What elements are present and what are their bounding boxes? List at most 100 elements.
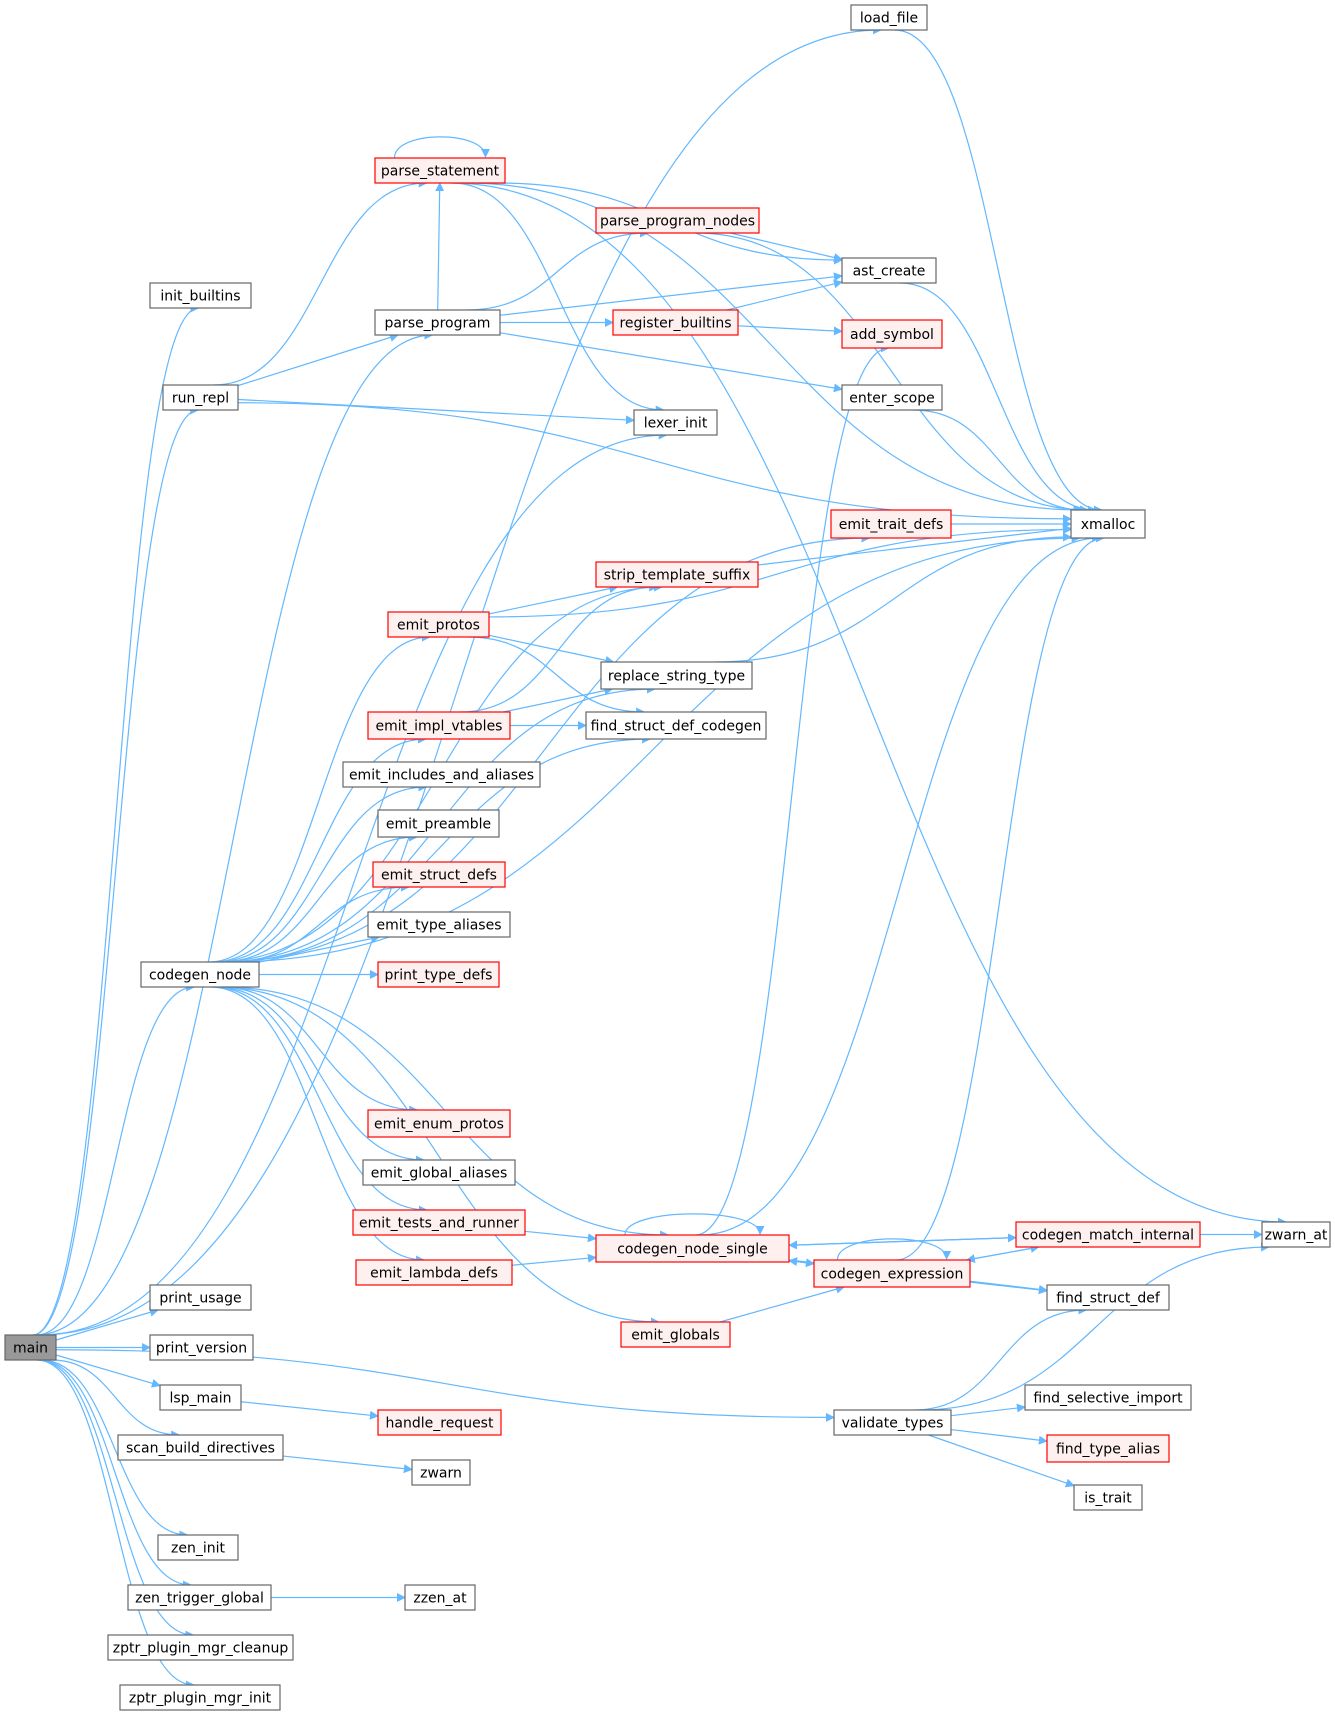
edge-load-file-to-xmalloc — [894, 29, 1103, 515]
edge-codegen-node-single-to-codegen-node-single — [624, 1213, 765, 1236]
graph-node-emit-globals[interactable]: emit_globals — [620, 1321, 731, 1348]
graph-node-init-builtins[interactable]: init_builtins — [149, 282, 252, 309]
graph-node-lsp-main[interactable]: lsp_main — [159, 1384, 242, 1411]
graph-node-print-type-defs[interactable]: print_type_defs — [377, 961, 500, 988]
edge-parse-program-nodes-to-xmalloc — [695, 232, 1090, 515]
graph-node-handle-request[interactable]: handle_request — [377, 1409, 502, 1436]
node-label: lexer_init — [644, 416, 708, 432]
edges-layer — [32, 25, 1287, 1690]
node-label: add_symbol — [850, 327, 934, 343]
edge-register-builtins-to-ast-create — [726, 279, 843, 311]
edge-validate-types-to-find-type-alias — [950, 1428, 1048, 1445]
graph-node-find-struct-def[interactable]: find_struct_def — [1046, 1284, 1170, 1311]
graph-node-emit-global-aliases[interactable]: emit_global_aliases — [362, 1159, 516, 1186]
graph-node-zzen-at[interactable]: zzen_at — [404, 1584, 476, 1611]
edge-emit-globals-to-codegen-expression — [719, 1284, 845, 1323]
graph-node-print-usage[interactable]: print_usage — [149, 1284, 252, 1311]
edge-codegen-node-to-emit-global-aliases — [215, 986, 425, 1165]
edge-parse-program-to-parse-program-nodes — [466, 228, 649, 311]
edge-codegen-expression-to-codegen-match-internal — [966, 1244, 1040, 1261]
graph-node-emit-struct-defs[interactable]: emit_struct_defs — [372, 861, 506, 888]
graph-node-zen-init[interactable]: zen_init — [157, 1534, 239, 1561]
node-label: find_type_alias — [1056, 1442, 1160, 1458]
edge-enter-scope-to-xmalloc — [913, 409, 1085, 515]
node-box — [362, 1159, 516, 1186]
node-label: emit_globals — [631, 1328, 720, 1344]
graph-node-emit-enum-protos[interactable]: emit_enum_protos — [367, 1109, 511, 1138]
node-label: zen_trigger_global — [135, 1591, 264, 1607]
graph-node-load-file[interactable]: load_file — [850, 4, 928, 31]
graph-node-register-builtins[interactable]: register_builtins — [612, 309, 739, 336]
graph-node-enter-scope[interactable]: enter_scope — [841, 384, 943, 411]
graph-node-zptr-plugin-mgr-init[interactable]: zptr_plugin_mgr_init — [119, 1684, 281, 1711]
node-box — [841, 384, 943, 411]
nodes-layer: mainload_fileinit_builtinsparse_programr… — [4, 4, 1331, 1711]
node-label: parse_program — [385, 316, 491, 332]
graph-node-emit-impl-vtables[interactable]: emit_impl_vtables — [367, 711, 511, 740]
graph-node-replace-string-type[interactable]: replace_string_type — [600, 661, 753, 690]
graph-node-find-selective-import[interactable]: find_selective_import — [1024, 1384, 1192, 1411]
graph-node-parse-statement[interactable]: parse_statement — [374, 157, 506, 184]
node-box — [841, 257, 937, 284]
graph-node-parse-program[interactable]: parse_program — [374, 309, 501, 336]
graph-node-strip-template-suffix[interactable]: strip_template_suffix — [595, 561, 759, 588]
graph-node-add-symbol[interactable]: add_symbol — [841, 319, 943, 349]
graph-node-emit-includes-and-aliases[interactable]: emit_includes_and_aliases — [342, 761, 541, 788]
node-box — [600, 661, 753, 690]
edge-parse-program-to-ast-create — [499, 272, 843, 316]
graph-node-codegen-node[interactable]: codegen_node — [140, 961, 260, 988]
graph-node-zwarn-at[interactable]: zwarn_at — [1261, 1221, 1331, 1248]
graph-node-emit-type-aliases[interactable]: emit_type_aliases — [367, 911, 511, 938]
graph-node-lexer-init[interactable]: lexer_init — [633, 409, 718, 436]
node-label: validate_types — [842, 1416, 944, 1432]
graph-node-zen-trigger-global[interactable]: zen_trigger_global — [127, 1584, 272, 1611]
graph-node-find-type-alias[interactable]: find_type_alias — [1046, 1434, 1170, 1463]
graph-node-print-version[interactable]: print_version — [149, 1334, 254, 1361]
graph-node-main[interactable]: main — [4, 1334, 57, 1361]
graph-node-validate-types[interactable]: validate_types — [833, 1409, 952, 1436]
graph-node-zptr-plugin-mgr-cleanup[interactable]: zptr_plugin_mgr_cleanup — [107, 1634, 294, 1661]
node-box — [117, 1434, 284, 1461]
edge-parse-statement-to-xmalloc — [463, 182, 1083, 515]
graph-node-run-repl[interactable]: run_repl — [162, 384, 239, 411]
edge-codegen-node-to-emit-enum-protos — [220, 986, 419, 1115]
node-label: zptr_plugin_mgr_cleanup — [113, 1641, 289, 1657]
graph-node-emit-tests-and-runner[interactable]: emit_tests_and_runner — [352, 1209, 526, 1236]
graph-node-emit-lambda-defs[interactable]: emit_lambda_defs — [355, 1259, 513, 1286]
graph-node-scan-build-directives[interactable]: scan_build_directives — [117, 1434, 284, 1461]
edge-main-to-zptr-plugin-mgr-init — [36, 1359, 195, 1690]
node-box — [127, 1584, 272, 1611]
edge-parse-program-to-enter-scope — [499, 332, 843, 393]
graph-node-codegen-expression[interactable]: codegen_expression — [813, 1259, 971, 1288]
graph-node-codegen-match-internal[interactable]: codegen_match_internal — [1015, 1221, 1201, 1248]
node-box — [367, 711, 511, 740]
node-label: scan_build_directives — [126, 1441, 275, 1457]
edge-emit-protos-to-strip-template-suffix — [488, 584, 619, 615]
graph-node-parse-program-nodes[interactable]: parse_program_nodes — [595, 207, 760, 234]
edge-lsp-main-to-handle-request — [240, 1401, 379, 1420]
graph-node-emit-preamble[interactable]: emit_preamble — [377, 809, 500, 838]
edge-codegen-expression-to-find-struct-def — [969, 1281, 1048, 1295]
graph-node-ast-create[interactable]: ast_create — [841, 257, 937, 284]
node-label: xmalloc — [1081, 517, 1136, 533]
edge-validate-types-to-find-selective-import — [950, 1403, 1026, 1417]
node-label: load_file — [860, 11, 918, 27]
node-box — [355, 1259, 513, 1286]
graph-node-emit-trait-defs[interactable]: emit_trait_defs — [830, 509, 952, 539]
edge-codegen-node-to-emit-lambda-defs — [209, 986, 426, 1265]
graph-node-codegen-node-single[interactable]: codegen_node_single — [595, 1234, 790, 1263]
graph-node-zwarn[interactable]: zwarn — [411, 1459, 471, 1486]
edge-parse-statement-to-zwarn-at — [450, 182, 1287, 1227]
edge-ast-create-to-xmalloc — [899, 282, 1097, 515]
graph-node-xmalloc[interactable]: xmalloc — [1070, 509, 1146, 539]
graph-node-is-trait[interactable]: is_trait — [1073, 1484, 1143, 1511]
node-box — [352, 1209, 526, 1236]
edge-codegen-node-to-find-struct-def-codegen — [223, 734, 652, 963]
graph-node-find-struct-def-codegen[interactable]: find_struct_def_codegen — [585, 711, 767, 740]
node-box — [595, 1234, 790, 1263]
edge-validate-types-to-find-struct-def — [914, 1305, 1088, 1411]
graph-node-emit-protos[interactable]: emit_protos — [387, 611, 490, 638]
edge-parse-statement-to-parse-statement — [393, 136, 490, 159]
edge-emit-protos-to-find-struct-def-codegen — [467, 636, 646, 717]
